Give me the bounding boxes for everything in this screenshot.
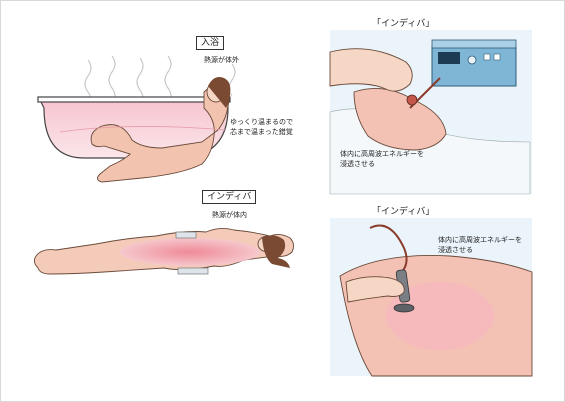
bath-water-surface [59, 126, 227, 133]
bath-heat-note: 熱源が体外 [204, 56, 239, 64]
electrode-pad-lower [177, 267, 209, 275]
therapist-arm [329, 48, 413, 92]
bath-label: 入浴 [196, 36, 225, 50]
bath-warm-note-line1: ゆっくり温まるので [230, 118, 293, 126]
bath-warm-note-line2: 芯まで温まった錯覚 [230, 128, 293, 136]
abdomen-panel-title: 「インディバ」 [372, 207, 435, 217]
patient-face [353, 87, 447, 151]
indiba-body-heat-note: 熱源が体内 [212, 211, 247, 219]
abdomen-treatment-panel [330, 218, 533, 377]
bath-scene [37, 55, 236, 183]
electrode-pad-upper [175, 231, 197, 239]
abdomen-panel-note-line1: 体内に高周波エネルギーを [438, 236, 522, 244]
bathing-woman [90, 77, 231, 183]
face-panel-note-line1: 体内に高周波エネルギーを [340, 150, 424, 158]
face-treatment-panel [329, 30, 532, 195]
machine-display [438, 52, 460, 64]
machine-knob [467, 55, 477, 65]
abdomen-heat-glow [386, 282, 494, 350]
indiba-body-label: インディバ [202, 190, 257, 204]
face-panel-title: 「インディバ」 [372, 19, 435, 29]
face-panel-note-line2: 浸透させる [340, 160, 375, 168]
machine-cable [409, 77, 441, 109]
therapist-hand [345, 276, 405, 303]
internal-heat-glow [120, 238, 260, 266]
handpiece-cable [369, 224, 408, 273]
indiba-body-scene [33, 227, 295, 275]
face-electrode [406, 94, 418, 106]
handpiece-head [393, 303, 415, 313]
abdomen-panel-note-line2: 浸透させる [438, 246, 473, 254]
